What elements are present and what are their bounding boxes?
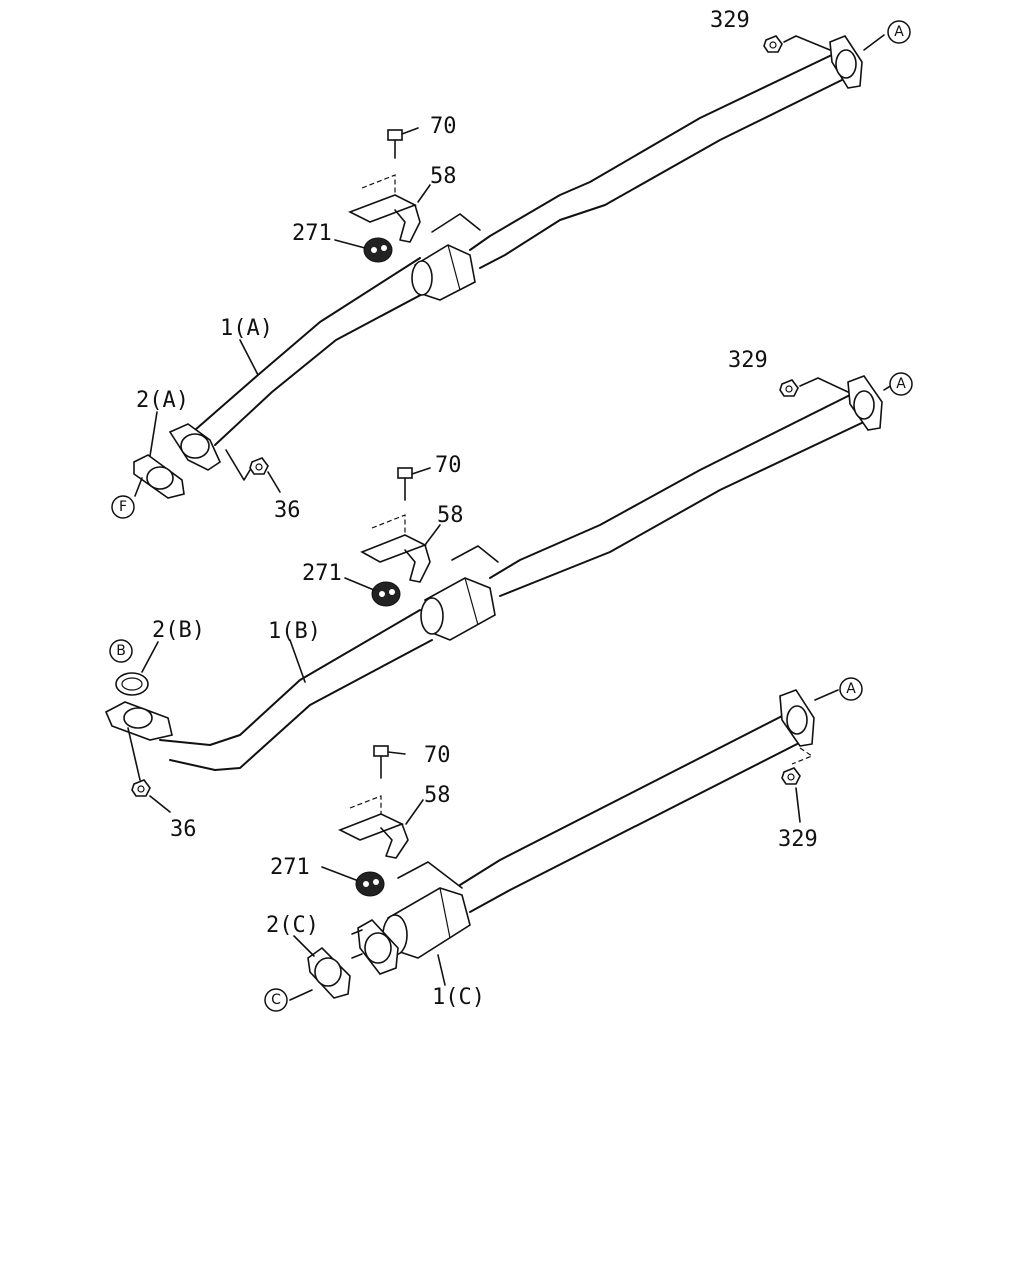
nut-329-c bbox=[781, 767, 801, 785]
bolt-70-b bbox=[397, 467, 413, 501]
pipe-hanger-rod-b bbox=[451, 545, 499, 563]
label-36-a: 36 bbox=[274, 498, 301, 523]
label-329-a: 329 bbox=[710, 8, 750, 33]
label-329-b: 329 bbox=[728, 348, 768, 373]
nut-36-b bbox=[131, 779, 151, 797]
svg-text:A: A bbox=[846, 681, 856, 697]
label-58-a: 58 bbox=[430, 164, 457, 189]
catalytic-converter-b bbox=[420, 577, 496, 641]
rubber-mount-271-b bbox=[371, 581, 401, 607]
label-2c: 2(C) bbox=[266, 913, 319, 938]
rubber-mount-271-a bbox=[363, 237, 393, 263]
assembly-a: 329 70 58 271 1(A) 2(A) 36 F A bbox=[111, 8, 911, 523]
catalytic-converter-c bbox=[382, 887, 471, 959]
leader-329-a bbox=[783, 35, 831, 51]
hanger-bracket-58-a bbox=[348, 174, 421, 243]
front-flange-b bbox=[104, 701, 173, 741]
svg-text:B: B bbox=[116, 643, 126, 659]
svg-text:C: C bbox=[271, 992, 281, 1008]
ref-circle-a-bottom: A bbox=[839, 677, 863, 701]
label-2b: 2(B) bbox=[152, 618, 205, 643]
label-70-b: 70 bbox=[435, 453, 462, 478]
pipe-1b bbox=[159, 391, 869, 771]
svg-text:A: A bbox=[894, 24, 904, 40]
label-1b: 1(B) bbox=[268, 619, 321, 644]
rear-flange-a bbox=[829, 35, 863, 89]
gasket-2a bbox=[133, 454, 185, 499]
assembly-b: 329 70 58 271 1(B) 2(B) 36 B A bbox=[104, 348, 913, 842]
label-329-c: 329 bbox=[778, 827, 818, 852]
ref-circle-a-top: A bbox=[887, 20, 911, 44]
bolt-70-a bbox=[387, 129, 403, 159]
label-70-a: 70 bbox=[430, 114, 457, 139]
rubber-mount-271-c bbox=[355, 871, 385, 897]
hanger-bracket-58-b bbox=[360, 514, 431, 583]
label-271-a: 271 bbox=[292, 221, 332, 246]
leader-36-a bbox=[225, 449, 251, 481]
assembly-c: 70 58 271 2(C) 1(C) 329 C A bbox=[264, 677, 863, 1012]
catalytic-converter-a bbox=[411, 244, 476, 301]
label-70-c: 70 bbox=[424, 743, 451, 768]
rear-flange-c bbox=[779, 689, 815, 747]
pipe-hanger-rod-a bbox=[431, 213, 481, 233]
gasket-2b bbox=[115, 672, 149, 696]
svg-text:F: F bbox=[119, 499, 127, 515]
nut-36-a bbox=[249, 457, 269, 475]
leader-329-b bbox=[799, 377, 849, 393]
pipe-1a bbox=[194, 51, 851, 446]
ref-circle-f: F bbox=[111, 495, 135, 519]
front-flange-a bbox=[168, 423, 222, 471]
label-58-b: 58 bbox=[437, 503, 464, 528]
leader-36-b bbox=[127, 727, 141, 781]
label-1a: 1(A) bbox=[220, 316, 273, 341]
ref-circle-a-middle: A bbox=[889, 372, 913, 396]
hanger-bracket-58-c bbox=[338, 795, 409, 859]
pipe-1c bbox=[459, 711, 806, 913]
label-36-b: 36 bbox=[170, 817, 197, 842]
label-271-c: 271 bbox=[270, 855, 310, 880]
ref-circle-b: B bbox=[109, 639, 133, 663]
pipe-hanger-rod-c bbox=[397, 861, 463, 889]
ref-circle-c: C bbox=[264, 988, 288, 1012]
svg-text:A: A bbox=[896, 376, 906, 392]
nut-329-b bbox=[779, 379, 799, 397]
nut-329-a bbox=[763, 35, 783, 53]
rear-flange-b bbox=[847, 375, 883, 431]
bolt-70-c bbox=[373, 745, 389, 779]
label-1c: 1(C) bbox=[432, 985, 485, 1010]
front-flange-c bbox=[351, 918, 399, 975]
label-58-c: 58 bbox=[424, 783, 451, 808]
leader-329-c bbox=[791, 747, 814, 765]
label-2a: 2(A) bbox=[136, 388, 189, 413]
label-271-b: 271 bbox=[302, 561, 342, 586]
gasket-2c bbox=[307, 946, 351, 999]
